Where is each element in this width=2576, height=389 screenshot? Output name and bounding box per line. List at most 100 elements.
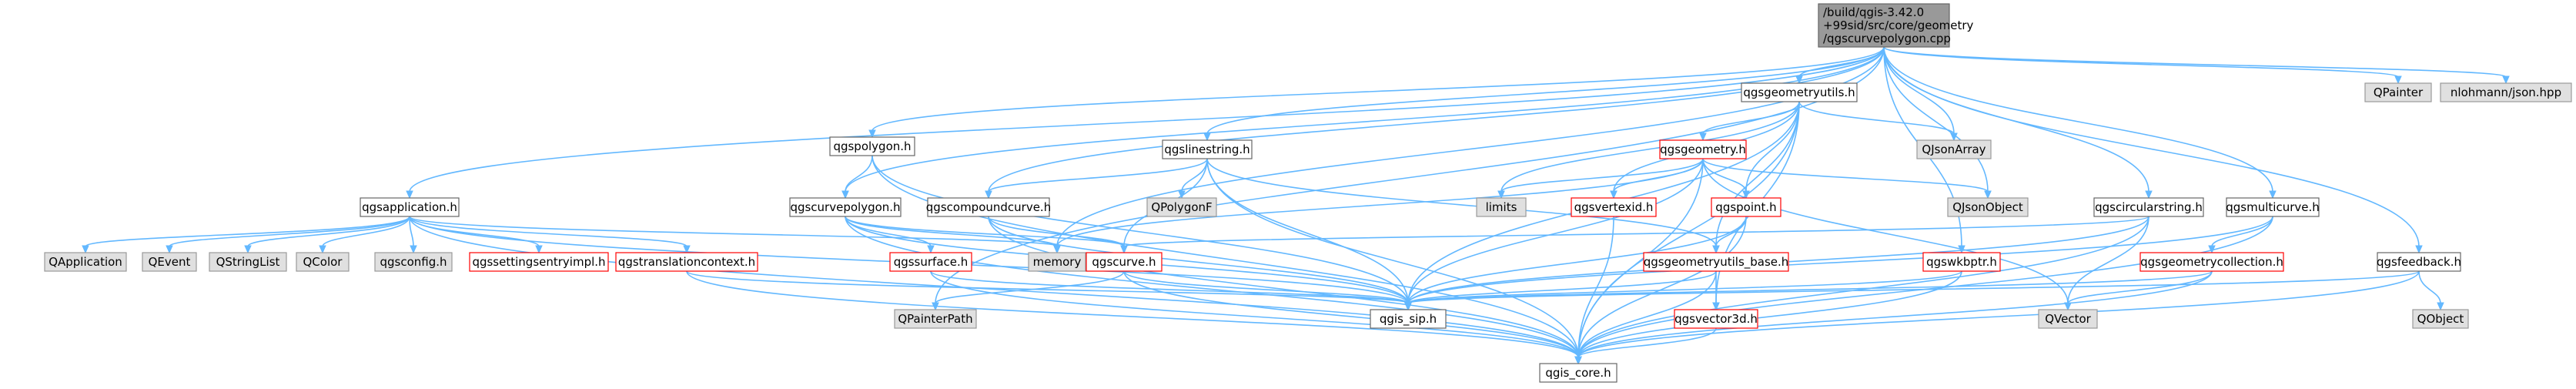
edge-qgstranslationcontext_h-to-qgis_core_h [686,270,1582,365]
edge-line [1500,101,1800,193]
node-qgsvector3d-h[interactable]: qgsvector3d.h [1674,309,1758,329]
edge-qgsapplication_h-to-QEvent [166,216,410,254]
edge-arrowhead [927,245,935,254]
node-label: qgscompoundcurve.h [926,200,1051,214]
node-box [2440,82,2572,102]
node-qgis-sip-h[interactable]: qgis_sip.h [1370,309,1447,329]
node-qgsgeometryutils-base-h[interactable]: qgsgeometryutils_base.h [1643,252,1789,272]
node-box [1028,252,1086,272]
edge-arrowhead [319,245,326,254]
node-box [2226,197,2320,217]
node-qgsfeedback-h[interactable]: qgsfeedback.h [2377,252,2461,272]
node-box [1659,139,1747,159]
node-label: qgsgeometrycollection.h [2140,255,2283,269]
edge-arrowhead [1497,190,1505,200]
node-box [1916,139,1992,159]
edge-arrowhead [2145,190,2153,200]
node-box [1086,252,1163,272]
edge-line [2211,216,2273,247]
node-label: qgscurvepolygon.h [790,200,900,214]
node-qgscurvepolygon-h[interactable]: qgscurvepolygon.h [789,197,902,217]
node-qgscurve-h[interactable]: qgscurve.h [1086,252,1163,272]
node-qgslinestring-h[interactable]: qgslinestring.h [1162,139,1253,159]
edge-line [1883,46,2273,193]
edge-line [1407,270,2420,304]
edge-line [409,46,1885,193]
node-label: qgssettingsentryimpl.h [472,255,605,269]
edge-arrowhead [2269,190,2277,200]
edge-line [1123,216,2149,247]
node-box [1162,139,1253,159]
node-qgswkbptr-h[interactable]: qgswkbptr.h [1922,252,2001,272]
node-qgstranslationcontext-h[interactable]: qgstranslationcontext.h [615,252,758,272]
node-box [296,252,350,272]
edge-qgslinestring_h-to-qgis_core_h [1206,158,1582,365]
edge-line [1206,46,1885,135]
node-qgsvertexid-h[interactable]: qgsvertexid.h [1571,197,1657,217]
nodes-layer: /build/qgis-3.42.0+99sid/src/core/geomet… [44,3,2572,383]
node-label: QObject [2417,312,2464,326]
edge-qgspolygon_h-to-qgis_core_h [871,155,1582,365]
node-qgsgeometryutils-h[interactable]: qgsgeometryutils.h [1741,82,1858,102]
edge-qgscurve_h-to-qgis_core_h [1123,270,1582,365]
edge-qgspoint_h-to-qgsgeometryutils_base_h [1712,216,1747,254]
edge-line [409,216,414,247]
node-qgis-core-h[interactable]: qgis_core.h [1539,363,1618,383]
edge-line [1407,270,1717,304]
edge-line [935,270,1125,304]
node-qgsmulticurve-h[interactable]: qgsmulticurve.h [2226,197,2320,217]
edge-qgsfeedback_h-to-QObject [2418,270,2444,311]
edge-arrowhead [2394,75,2402,85]
edge-arrowhead [535,245,543,254]
edge-root-to-qgscurvepolygon_h [841,46,1885,200]
edge-line [322,216,410,247]
edge-qgscurvepolygon_h-to-qgis_core_h [845,216,1582,365]
node-qgsapplication-h[interactable]: qgsapplication.h [360,197,460,217]
edge-line [1123,270,1579,358]
edge-qgspolygon_h-to-qgscurvepolygon_h [841,155,873,200]
node-QVector: QVector [2038,309,2098,329]
edge-arrowhead [1742,190,1750,200]
edge-qgsapplication_h-to-QColor [319,216,410,254]
edge-arrowhead [244,245,252,254]
edge-line [1883,46,2399,78]
edge-line [988,216,1409,304]
edge-line [930,270,1579,358]
node-label: +99sid/src/core/geometry [1823,18,1974,32]
edge-line [1577,158,1704,358]
node-qgspolygon-h[interactable]: qgspolygon.h [829,136,915,156]
node-qgsgeometry-h[interactable]: qgsgeometry.h [1659,139,1747,159]
node-qgscompoundcurve-h[interactable]: qgscompoundcurve.h [926,197,1051,217]
node-label: qgspolygon.h [833,139,911,153]
node-box [894,309,977,329]
node-box [2038,309,2098,329]
node-box [469,252,609,272]
edge-line [1407,216,1747,304]
edge-line [1702,158,1989,193]
node-qgsgeometrycollection-h[interactable]: qgsgeometrycollection.h [2139,252,2284,272]
edge-line [1407,270,1962,304]
node-box [1476,197,1527,217]
edge-line [1056,158,1704,247]
edge-line [871,46,1885,132]
node-label: qgssurface.h [894,255,969,269]
node-box [1539,363,1618,383]
edge-line [1407,216,2273,304]
node-memory: memory [1028,252,1086,272]
edge-qgsgeometry_h-to-limits [1497,158,1704,200]
node-label: qgslinestring.h [1164,143,1250,156]
node-qgscircularstring-h[interactable]: qgscircularstring.h [2093,197,2204,217]
node-qgssurface-h[interactable]: qgssurface.h [889,252,972,272]
node-qgssettingsentryimpl-h[interactable]: qgssettingsentryimpl.h [469,252,609,272]
node-root[interactable]: /build/qgis-3.42.0+99sid/src/core/geomet… [1818,3,1974,48]
edge-line [988,216,1579,358]
edge-line [1883,46,1955,135]
edge-root-to-qgsapplication_h [406,46,1885,200]
edge-line [1577,270,1962,358]
edge-line [1702,101,1800,135]
node-qgspoint-h[interactable]: qgspoint.h [1711,197,1781,217]
node-QPainter: QPainter [2364,82,2432,102]
node-box [1947,197,2029,217]
edge-line [1702,158,2069,304]
edge-qgscompoundcurve_h-to-qgscurve_h [988,216,1128,254]
